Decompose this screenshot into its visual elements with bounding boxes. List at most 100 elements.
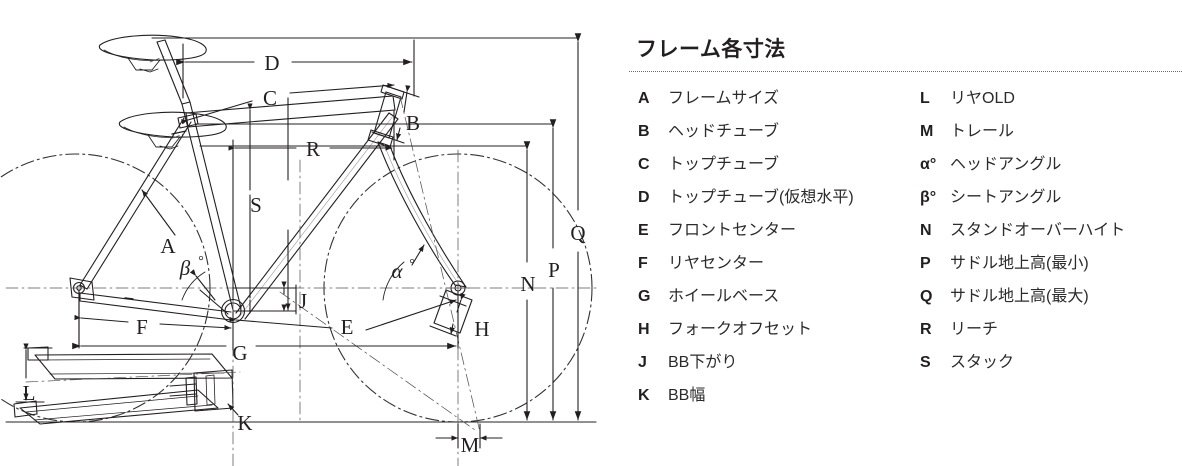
callout-H: H (474, 317, 489, 341)
callout-G: G (232, 341, 247, 365)
callout-Q: Q (570, 221, 585, 245)
legend-key: Q (920, 288, 933, 305)
dim-R (228, 109, 395, 301)
legend-row-αdeg: α° ヘッドアングル (920, 148, 1182, 181)
legend-key: A (638, 90, 650, 107)
legend-label: リヤセンター (668, 255, 765, 272)
saddle-lower (118, 111, 227, 150)
legend-key: G (638, 288, 651, 305)
legend-row-B: B ヘッドチューブ (638, 115, 928, 148)
legend-key: N (920, 222, 932, 239)
callout-D: D (264, 51, 279, 75)
legend-label: ヘッドチューブ (668, 123, 780, 140)
legend-key: R (920, 321, 932, 338)
legend-label: BB幅 (668, 387, 706, 404)
legend-label: シートアングル (950, 189, 1062, 206)
legend-label: トレール (950, 123, 1015, 140)
dim-L (15, 343, 53, 403)
dim-M (435, 423, 503, 449)
legend-key: C (638, 156, 650, 173)
chain-stay (79, 292, 232, 321)
legend-label: リヤOLD (950, 90, 1015, 107)
legend-label: トップチューブ(仮想水平) (668, 189, 854, 206)
callout-alpha: α (391, 259, 403, 283)
dim-D (176, 39, 415, 99)
dim-A (141, 189, 176, 236)
legend-row-H: H フォークオフセット (638, 313, 928, 346)
dim-beta (181, 269, 229, 315)
legend-key: F (638, 255, 648, 272)
legend-label: BB下がり (668, 354, 738, 371)
legend-label: ヘッドアングル (950, 156, 1062, 173)
legend-key: K (638, 387, 650, 404)
callout-N: N (520, 272, 535, 296)
callout-B: B (406, 111, 420, 135)
legend-row-βdeg: β° シートアングル (920, 181, 1182, 214)
callout-M: M (461, 433, 480, 457)
callout-S: S (250, 193, 262, 217)
page-title: フレーム各寸法 (636, 38, 786, 61)
dim-C (180, 82, 395, 125)
head-tube (367, 84, 405, 148)
callout-F: F (136, 315, 148, 339)
callout-R: R (306, 137, 320, 161)
legend-key: α° (920, 156, 937, 173)
callout-alpha-degree-icon: ° (409, 257, 415, 272)
callout-P: P (548, 258, 560, 282)
legend-key: β° (920, 189, 937, 206)
legend-key: L (920, 90, 930, 107)
legend-key: E (638, 222, 649, 239)
dim-N (199, 141, 531, 421)
callout-beta-degree-icon: ° (198, 254, 204, 269)
fork (377, 141, 473, 334)
callout-beta: β (179, 256, 191, 280)
legend-row-P: P サドル地上高(最小) (920, 247, 1182, 280)
callout-E: E (341, 315, 354, 339)
legend-row-K: K BB幅 (638, 379, 928, 412)
legend-label: サドル地上高(最小) (950, 255, 1089, 272)
dim-G (72, 291, 459, 350)
legend-label: フォークオフセット (668, 321, 813, 338)
legend-row-N: N スタンドオーバーハイト (920, 214, 1182, 247)
seat-tube (181, 101, 242, 311)
legend-label: フレームサイズ (668, 90, 780, 107)
seat-post (156, 39, 191, 135)
legend-key: P (920, 255, 931, 272)
legend-key: D (638, 189, 650, 206)
bicycle-frame-diagram: D C B R S A J F E G H K L M N P Q α ° β (0, 33, 597, 466)
legend-row-L: L リヤOLD (920, 82, 1182, 115)
rear-end-perspective-view (13, 346, 241, 425)
dimension-callouts: D C B R S A J F E G H K L M N P Q α ° β (23, 51, 586, 457)
legend-key: B (638, 123, 650, 140)
legend-label: ホイールベース (668, 288, 780, 305)
callout-J: J (299, 289, 307, 313)
seat-stay (79, 117, 192, 290)
legend-row-R: R リーチ (920, 313, 1182, 346)
dim-B (371, 85, 420, 144)
dim-H (429, 292, 467, 337)
legend-key: S (920, 354, 931, 371)
legend-label: リーチ (950, 321, 999, 338)
dim-P (195, 119, 557, 421)
legend-row-A: A フレームサイズ (638, 82, 928, 115)
legend-label: サドル地上高(最大) (950, 288, 1089, 305)
dim-J (232, 281, 297, 315)
legend-row-Q: Q サドル地上高(最大) (920, 280, 1182, 313)
legend-row-G: G ホイールベース (638, 280, 928, 313)
legend-row-F: F リヤセンター (638, 247, 928, 280)
callout-L: L (23, 381, 36, 405)
legend-key: H (638, 321, 650, 338)
callout-C: C (263, 86, 277, 110)
dim-alpha (382, 244, 425, 301)
callout-K: K (237, 411, 252, 435)
callout-A: A (160, 234, 176, 258)
legend-label: スタンドオーバーハイト (950, 222, 1126, 239)
